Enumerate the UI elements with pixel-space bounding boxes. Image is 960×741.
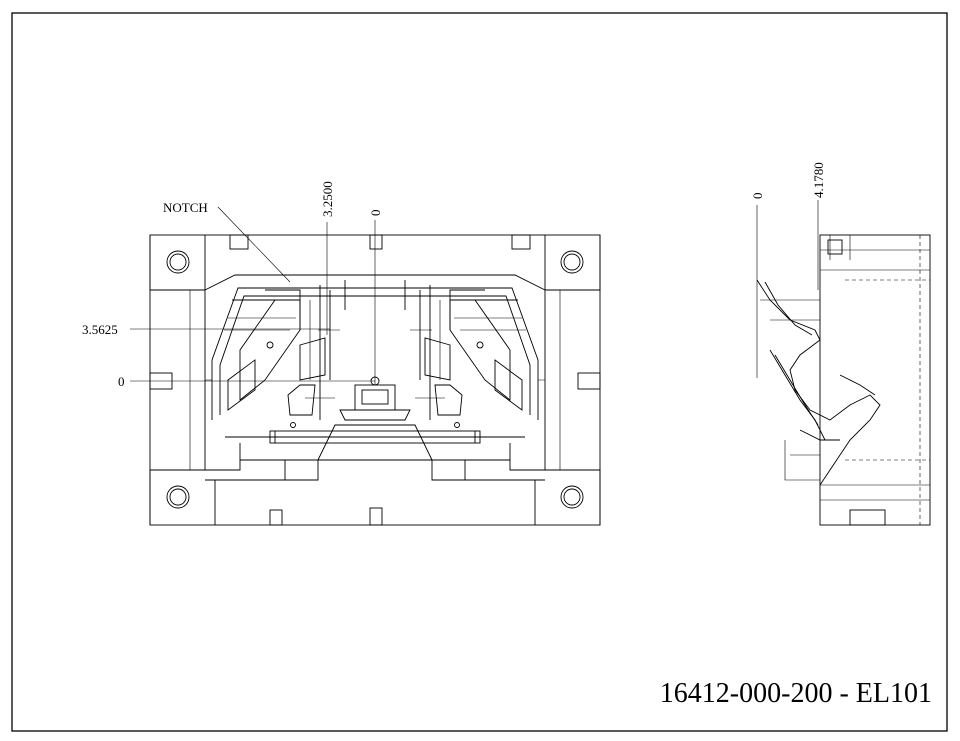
sheet-border	[11, 12, 948, 732]
dim-left-zero: 0	[118, 374, 125, 389]
sheet-number: EL101	[855, 678, 932, 709]
dim-left-3-5625: 3.5625	[82, 322, 118, 337]
dim-top-zero: 0	[368, 209, 383, 217]
side-dim-zero: 0	[750, 192, 765, 200]
title-separator: -	[839, 678, 849, 709]
side-view-dimensions	[756, 200, 819, 378]
notch-label: NOTCH	[163, 200, 208, 215]
side-view	[756, 234, 931, 526]
side-dim-4-1780: 4.1780	[811, 162, 826, 198]
title-block: 16412-000-200 - EL101	[660, 680, 932, 708]
front-view	[149, 234, 601, 526]
dim-top-3-2500: 3.2500	[320, 181, 335, 217]
part-number: 16412-000-200	[659, 678, 833, 709]
front-view-dimensions	[130, 206, 376, 385]
